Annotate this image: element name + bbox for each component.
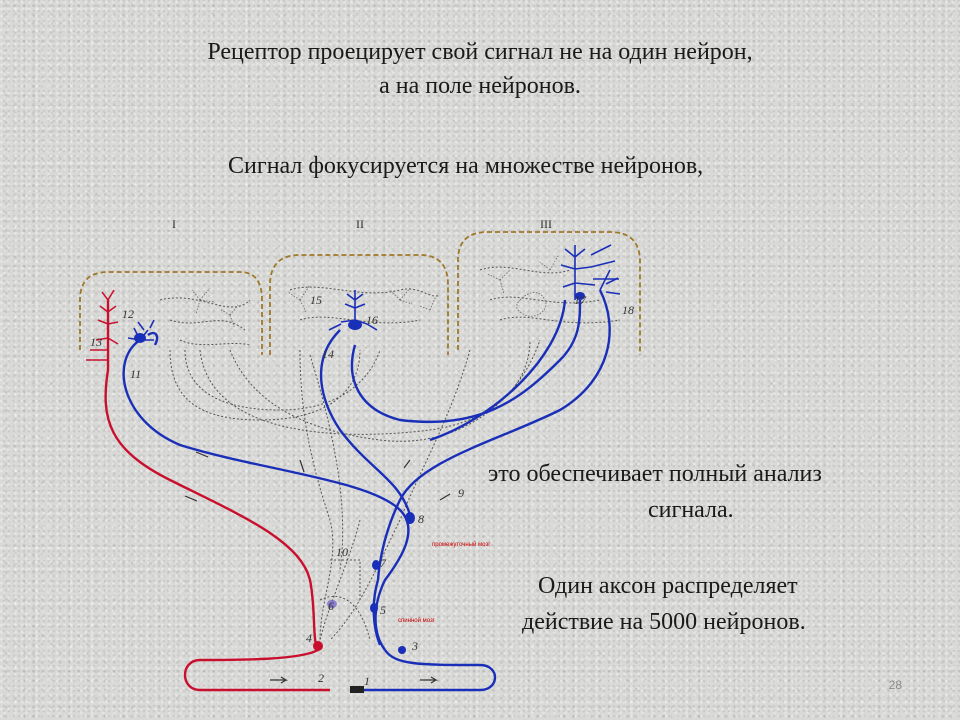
node-label-9: 9: [458, 486, 464, 500]
synapse-4: [313, 641, 323, 651]
focus-text: Сигнал фокусируется на множестве нейроно…: [228, 153, 704, 179]
synapse-6: [327, 600, 337, 608]
node-label-8: 8: [418, 512, 424, 526]
cell-body-11: [134, 333, 146, 343]
node-label-5: 5: [380, 603, 386, 617]
node-label-18: 18: [622, 303, 634, 317]
blue-pathways: [122, 289, 611, 692]
region-label-1: I: [172, 217, 176, 231]
node-label-17: 17: [574, 293, 587, 307]
synapse-8: [405, 512, 415, 524]
analysis-text-line-2: сигнала.: [648, 497, 734, 523]
slide-number: 28: [888, 678, 902, 692]
node-label-10: 10: [336, 545, 348, 559]
label-midbrain: промежуточный мозг: [432, 541, 491, 548]
slide-title-line-2: а на поле нейронов.: [379, 73, 581, 99]
analysis-text-line-1: это обеспечивает полный анализ: [488, 461, 822, 487]
node-label-12: 12: [122, 307, 134, 321]
node-labels: 1 2 3 4 5 6 7 8 9 10 11 12 13 14 15 16 1…: [90, 293, 634, 688]
node-label-14: 14: [322, 347, 334, 361]
region-label-3: III: [540, 217, 552, 231]
red-dendrite-tree: [86, 289, 119, 361]
node-label-15: 15: [310, 293, 322, 307]
node-label-11: 11: [130, 367, 141, 381]
synapse-7: [372, 560, 380, 570]
label-spinal-cord: спинной мозг: [398, 617, 436, 624]
synapse-5: [370, 603, 378, 613]
synapse-markers: [134, 292, 585, 693]
direction-arrows: [184, 451, 451, 684]
cell-body-16: [348, 320, 362, 330]
red-pathway: [104, 300, 330, 692]
gray-neuron-network: [159, 266, 621, 641]
synapse-3: [398, 646, 406, 654]
receptor-1: [350, 686, 364, 693]
axon-text-line-2: действие на 5000 нейронов.: [522, 609, 806, 635]
node-label-16: 16: [366, 313, 378, 327]
node-label-2: 2: [318, 671, 324, 685]
slide-title-line-1: Рецептор проецирует свой сигнал не на од…: [207, 39, 753, 65]
node-label-4: 4: [306, 631, 312, 645]
node-label-6: 6: [328, 599, 334, 613]
node-label-7: 7: [380, 556, 387, 570]
cell-body-17: [575, 292, 585, 300]
node-label-3: 3: [411, 639, 418, 653]
node-label-1: 1: [364, 674, 370, 688]
cortex-arches: [79, 231, 641, 355]
blue-dendrite-trees: [127, 244, 621, 341]
axon-text-line-1: Один аксон распределяет: [538, 573, 798, 599]
region-label-2: II: [356, 217, 364, 231]
node-label-13: 13: [90, 335, 102, 349]
gray-dendrites: [191, 255, 559, 328]
